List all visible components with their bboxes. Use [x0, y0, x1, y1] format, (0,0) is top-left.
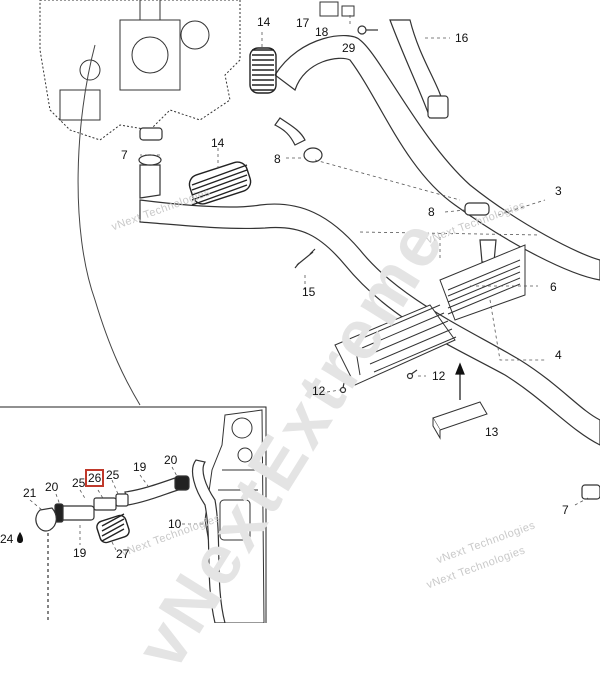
callout-8[interactable]: 8	[274, 152, 281, 166]
callout-20[interactable]: 20	[164, 453, 178, 467]
exchanger-plate	[334, 304, 457, 386]
frame-outline	[77, 44, 141, 406]
pin-15	[294, 248, 316, 269]
callout-7[interactable]: 7	[121, 148, 128, 162]
callout-4[interactable]: 4	[555, 348, 562, 362]
intake-hose	[138, 127, 163, 199]
callout-18[interactable]: 18	[315, 25, 329, 39]
callout-29[interactable]: 29	[342, 41, 356, 55]
inset-hose-19	[35, 475, 190, 623]
screws	[339, 25, 418, 394]
callout-25[interactable]: 25	[72, 476, 86, 490]
callout-12[interactable]: 12	[312, 384, 326, 398]
callout-12[interactable]: 12	[432, 369, 446, 383]
fitting-7-right	[581, 484, 600, 500]
callout-7[interactable]: 7	[562, 503, 569, 517]
callout-14[interactable]: 14	[257, 15, 271, 29]
hose-4	[139, 199, 600, 446]
inset-spring-27	[96, 513, 130, 544]
callout-6[interactable]: 6	[550, 280, 557, 294]
callout-3[interactable]: 3	[555, 184, 562, 198]
pad-13	[432, 401, 488, 440]
arrow-up	[455, 362, 465, 400]
leaders	[140, 15, 589, 506]
inset-leaders	[29, 466, 205, 551]
callout-17[interactable]: 17	[296, 16, 310, 30]
inset-box	[0, 406, 267, 623]
clamp-8-top	[274, 117, 323, 163]
clamp-8-right	[464, 202, 497, 263]
callout-26-highlighted[interactable]: 26	[84, 469, 105, 487]
engine-block	[39, 0, 355, 141]
callout-27[interactable]: 27	[116, 547, 130, 561]
callout-19[interactable]: 19	[73, 546, 87, 560]
cooler-6	[439, 244, 526, 321]
callout-10[interactable]: 10	[168, 517, 182, 531]
hose-16	[389, 19, 449, 119]
parts-diagram	[0, 0, 600, 623]
callout-14[interactable]: 14	[211, 136, 225, 150]
callout-16[interactable]: 16	[455, 31, 469, 45]
spring-14-mid	[188, 161, 252, 206]
callout-15[interactable]: 15	[302, 285, 316, 299]
callout-21[interactable]: 21	[23, 486, 37, 500]
callout-8[interactable]: 8	[428, 205, 435, 219]
inset-engine	[204, 409, 265, 623]
drop-icon	[17, 532, 23, 543]
callout-13[interactable]: 13	[485, 425, 499, 439]
callout-20[interactable]: 20	[45, 480, 59, 494]
spring-14-top	[249, 47, 277, 94]
callout-25[interactable]: 25	[106, 468, 120, 482]
callout-19[interactable]: 19	[133, 460, 147, 474]
callout-24[interactable]: 24	[0, 532, 14, 546]
hose-3	[274, 34, 600, 281]
